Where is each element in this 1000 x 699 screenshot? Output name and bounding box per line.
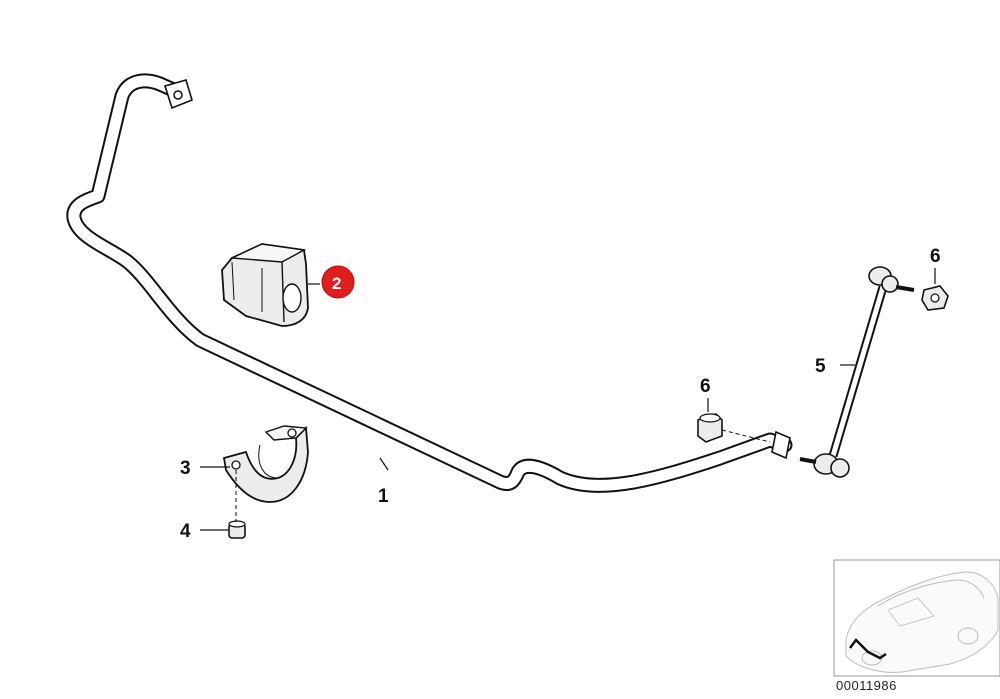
rubber-bushing[interactable] [221,243,309,327]
svg-text:2: 2 [332,274,341,293]
grommet-line [721,429,771,443]
callout-6-link-nut[interactable]: 6 [930,246,941,267]
link-nut[interactable] [921,285,949,311]
callout-6-grommet[interactable]: 6 [700,376,711,397]
leader-lines [200,268,936,531]
callout-2-highlighted[interactable]: 2 [321,265,355,299]
callout-5[interactable]: 5 [815,356,826,377]
bracket-nut[interactable] [228,520,246,539]
thumbnail-stabilizer-highlight [849,638,887,660]
callout-1[interactable]: 1 [378,486,389,507]
vehicle-thumbnail [833,559,1000,677]
callout-3[interactable]: 3 [180,458,191,479]
grommet[interactable] [697,413,723,443]
bushing-bracket[interactable] [222,425,309,503]
callout-4[interactable]: 4 [180,521,191,542]
stabilizer-bar[interactable] [66,73,793,493]
coupling-link[interactable] [799,266,915,478]
reference-code: 00011986 [836,678,897,693]
